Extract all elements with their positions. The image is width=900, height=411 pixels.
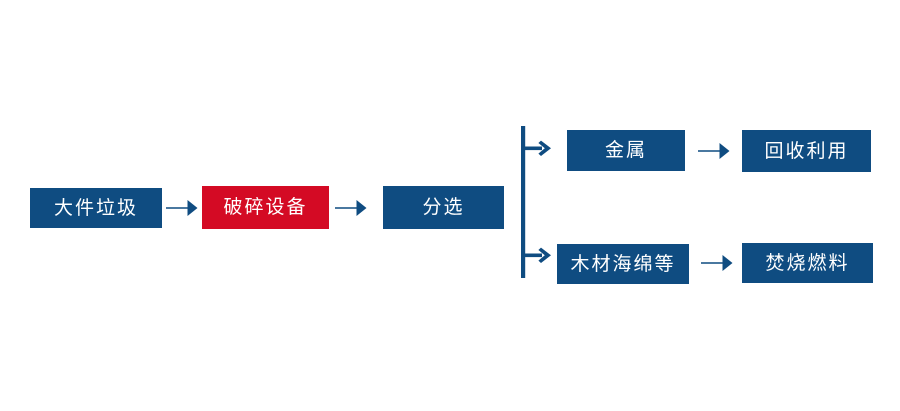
arrow-right-icon xyxy=(334,195,368,221)
node-wood-sponge-etc: 木材海绵等 xyxy=(557,244,689,284)
node-sorting: 分选 xyxy=(383,186,504,229)
node-crushing-equipment: 破碎设备 xyxy=(202,186,329,229)
node-metal: 金属 xyxy=(567,130,685,171)
node-recycling-reuse: 回收利用 xyxy=(742,130,871,172)
branch-split-icon xyxy=(520,126,570,278)
arrow-right-icon xyxy=(697,138,731,164)
node-bulky-waste: 大件垃圾 xyxy=(30,188,162,228)
arrow-right-icon xyxy=(700,250,734,276)
arrow-right-icon xyxy=(165,195,199,221)
node-incineration-fuel: 焚烧燃料 xyxy=(742,243,873,283)
